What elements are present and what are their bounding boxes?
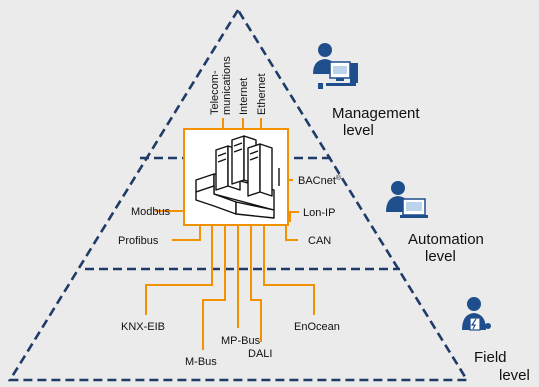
internet-label: Internet (238, 78, 250, 115)
controller-box (183, 128, 289, 226)
enocean-label: EnOcean (294, 321, 340, 333)
automation-level-line2: level (425, 248, 456, 265)
top-protocol-labels: Telecom- munications Internet Ethernet (209, 56, 268, 115)
automation-level-line1: Automation (408, 231, 484, 248)
field-level-line1: Field (474, 349, 507, 366)
telecom-label-line2: munications (221, 56, 233, 115)
connector-lines (145, 118, 315, 350)
modbus-label: Modbus (131, 206, 171, 218)
dali-label: DALI (248, 348, 272, 360)
profibus-label: Profibus (118, 235, 159, 247)
field-operator-icon (462, 297, 491, 331)
telecom-label-line1: Telecom- (209, 70, 221, 115)
ethernet-label: Ethernet (256, 73, 268, 115)
mp-bus-label: MP-Bus (221, 335, 261, 347)
automation-operator-icon (386, 181, 428, 218)
knx-eib-label: KNX-EIB (121, 321, 165, 333)
pyramid-edge (7, 7, 470, 382)
lonip-label: Lon-IP (303, 207, 335, 219)
management-level-line1: Management (332, 105, 420, 122)
field-level-line2: level (499, 367, 530, 384)
management-level-line2: level (343, 122, 374, 139)
can-label: CAN (308, 235, 331, 247)
bacnet-label: BACnet® (298, 174, 342, 187)
m-bus-label: M-Bus (185, 356, 217, 368)
management-operator-icon (313, 43, 358, 89)
controller-device-icon (195, 135, 280, 219)
